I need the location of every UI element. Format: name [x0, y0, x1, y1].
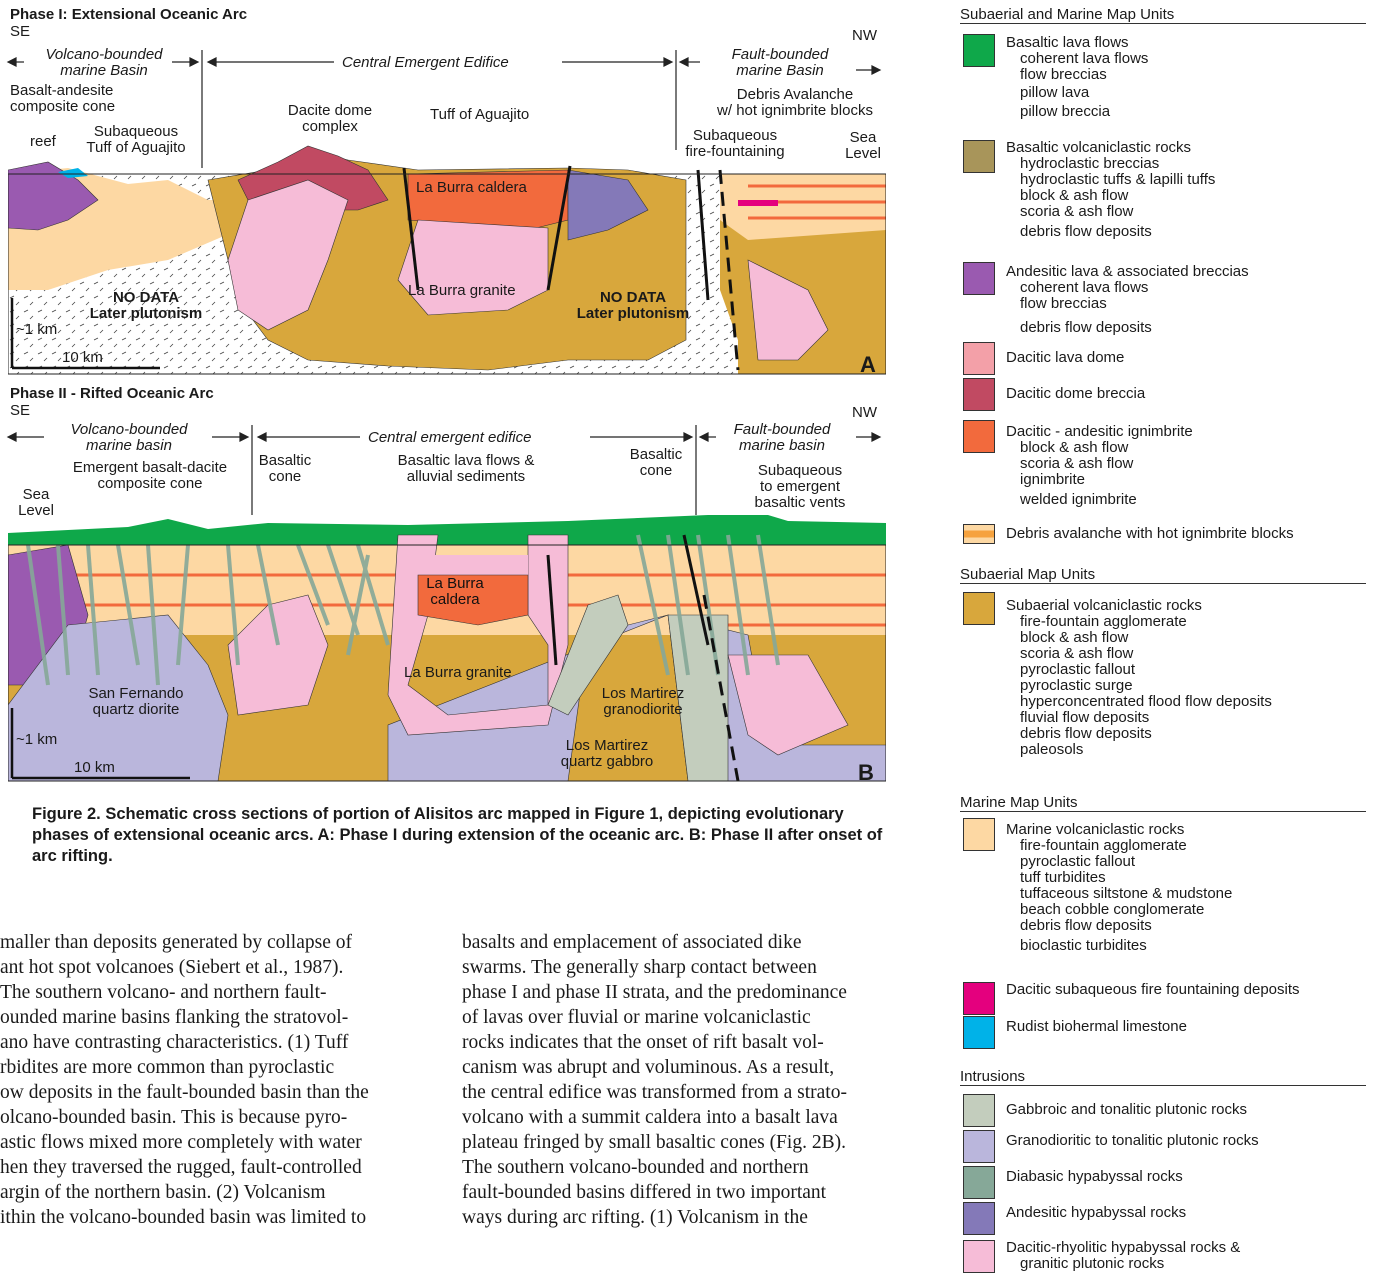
legend-entry-fire-fountaining: Dacitic subaqueous fire fountaining depo… — [1006, 982, 1300, 998]
legend-entry-dacitic-lava-dome: Dacitic lava dome — [1006, 350, 1124, 366]
phase2-scale-vertical: ~1 km — [16, 732, 57, 748]
figure-caption: Figure 2. Schematic cross sections of po… — [32, 804, 902, 867]
legend-entry-andesitic-hypabyssal: Andesitic hypabyssal rocks — [1006, 1205, 1186, 1221]
legend-header-subaerial: Subaerial Map Units — [960, 566, 1366, 584]
body-text-left: maller than deposits generated by collap… — [0, 930, 432, 1230]
legend-header-intrusions: Intrusions — [960, 1068, 1366, 1086]
phase2-granite-label: La Burra granite — [404, 665, 512, 681]
legend-swatch-basaltic-volcaniclastic — [963, 140, 995, 173]
legend-swatch-fire-fountaining — [963, 982, 995, 1015]
legend-swatch-basaltic-lava — [963, 34, 995, 67]
legend-swatch-rudist-limestone — [963, 1016, 995, 1049]
legend-entry-ignimbrite: Dacitic - andesitic ignimbrite block & a… — [1006, 424, 1193, 508]
phase2-center-label: Central emergent edifice — [368, 430, 531, 446]
legend-swatch-andesitic-hypabyssal — [963, 1202, 995, 1235]
legend-swatch-marine-volcaniclastic — [963, 818, 995, 851]
legend-entry-gabbroic: Gabbroic and tonalitic plutonic rocks — [1006, 1102, 1247, 1118]
legend-entry-subaerial-volcaniclastic: Subaerial volcaniclastic rocks fire-foun… — [1006, 598, 1272, 758]
legend-swatch-diabasic — [963, 1166, 995, 1199]
legend-entry-andesitic-lava: Andesitic lava & associated breccias coh… — [1006, 264, 1249, 336]
legend-swatch-dacitic-dome-breccia — [963, 378, 995, 411]
legend-header-marine: Marine Map Units — [960, 794, 1366, 812]
legend-swatch-subaerial-volcaniclastic — [963, 592, 995, 625]
phase2-scale-horizontal: 10 km — [74, 760, 115, 776]
legend-entry-rudist-limestone: Rudist biohermal limestone — [1006, 1019, 1187, 1035]
legend-header-subaerial-marine: Subaerial and Marine Map Units — [960, 6, 1366, 24]
legend-entry-dacitic-rhyolitic: Dacitic-rhyolitic hypabyssal rocks & gra… — [1006, 1240, 1240, 1272]
legend-entry-basaltic-lava: Basaltic lava flows coherent lava flows … — [1006, 35, 1148, 120]
legend-entry-granodioritic: Granodioritic to tonalitic plutonic rock… — [1006, 1133, 1259, 1149]
legend-entry-diabasic: Diabasic hypabyssal rocks — [1006, 1169, 1183, 1185]
legend-entry-basaltic-volcaniclastic: Basaltic volcaniclastic rocks hydroclast… — [1006, 140, 1215, 240]
legend-swatch-ignimbrite — [963, 420, 995, 453]
body-text-right: basalts and emplacement of associated di… — [462, 930, 902, 1230]
legend-entry-debris-avalanche: Debris avalanche with hot ignimbrite blo… — [1006, 526, 1294, 542]
phase2-lava-flows-label: Basaltic lava flows &alluvial sediments — [376, 453, 556, 485]
legend-swatch-gabbroic — [963, 1094, 995, 1127]
legend-swatch-dacitic-lava-dome — [963, 342, 995, 375]
legend-swatch-andesitic-lava — [963, 262, 995, 295]
legend-swatch-debris-avalanche — [963, 524, 995, 544]
legend-entry-marine-volcaniclastic: Marine volcaniclastic rocks fire-fountai… — [1006, 822, 1232, 954]
legend-entry-dacitic-dome-breccia: Dacitic dome breccia — [1006, 386, 1145, 402]
legend-swatch-dacitic-rhyolitic — [963, 1240, 995, 1273]
phase2-panel-letter: B — [858, 760, 874, 786]
legend-swatch-granodioritic — [963, 1130, 995, 1163]
